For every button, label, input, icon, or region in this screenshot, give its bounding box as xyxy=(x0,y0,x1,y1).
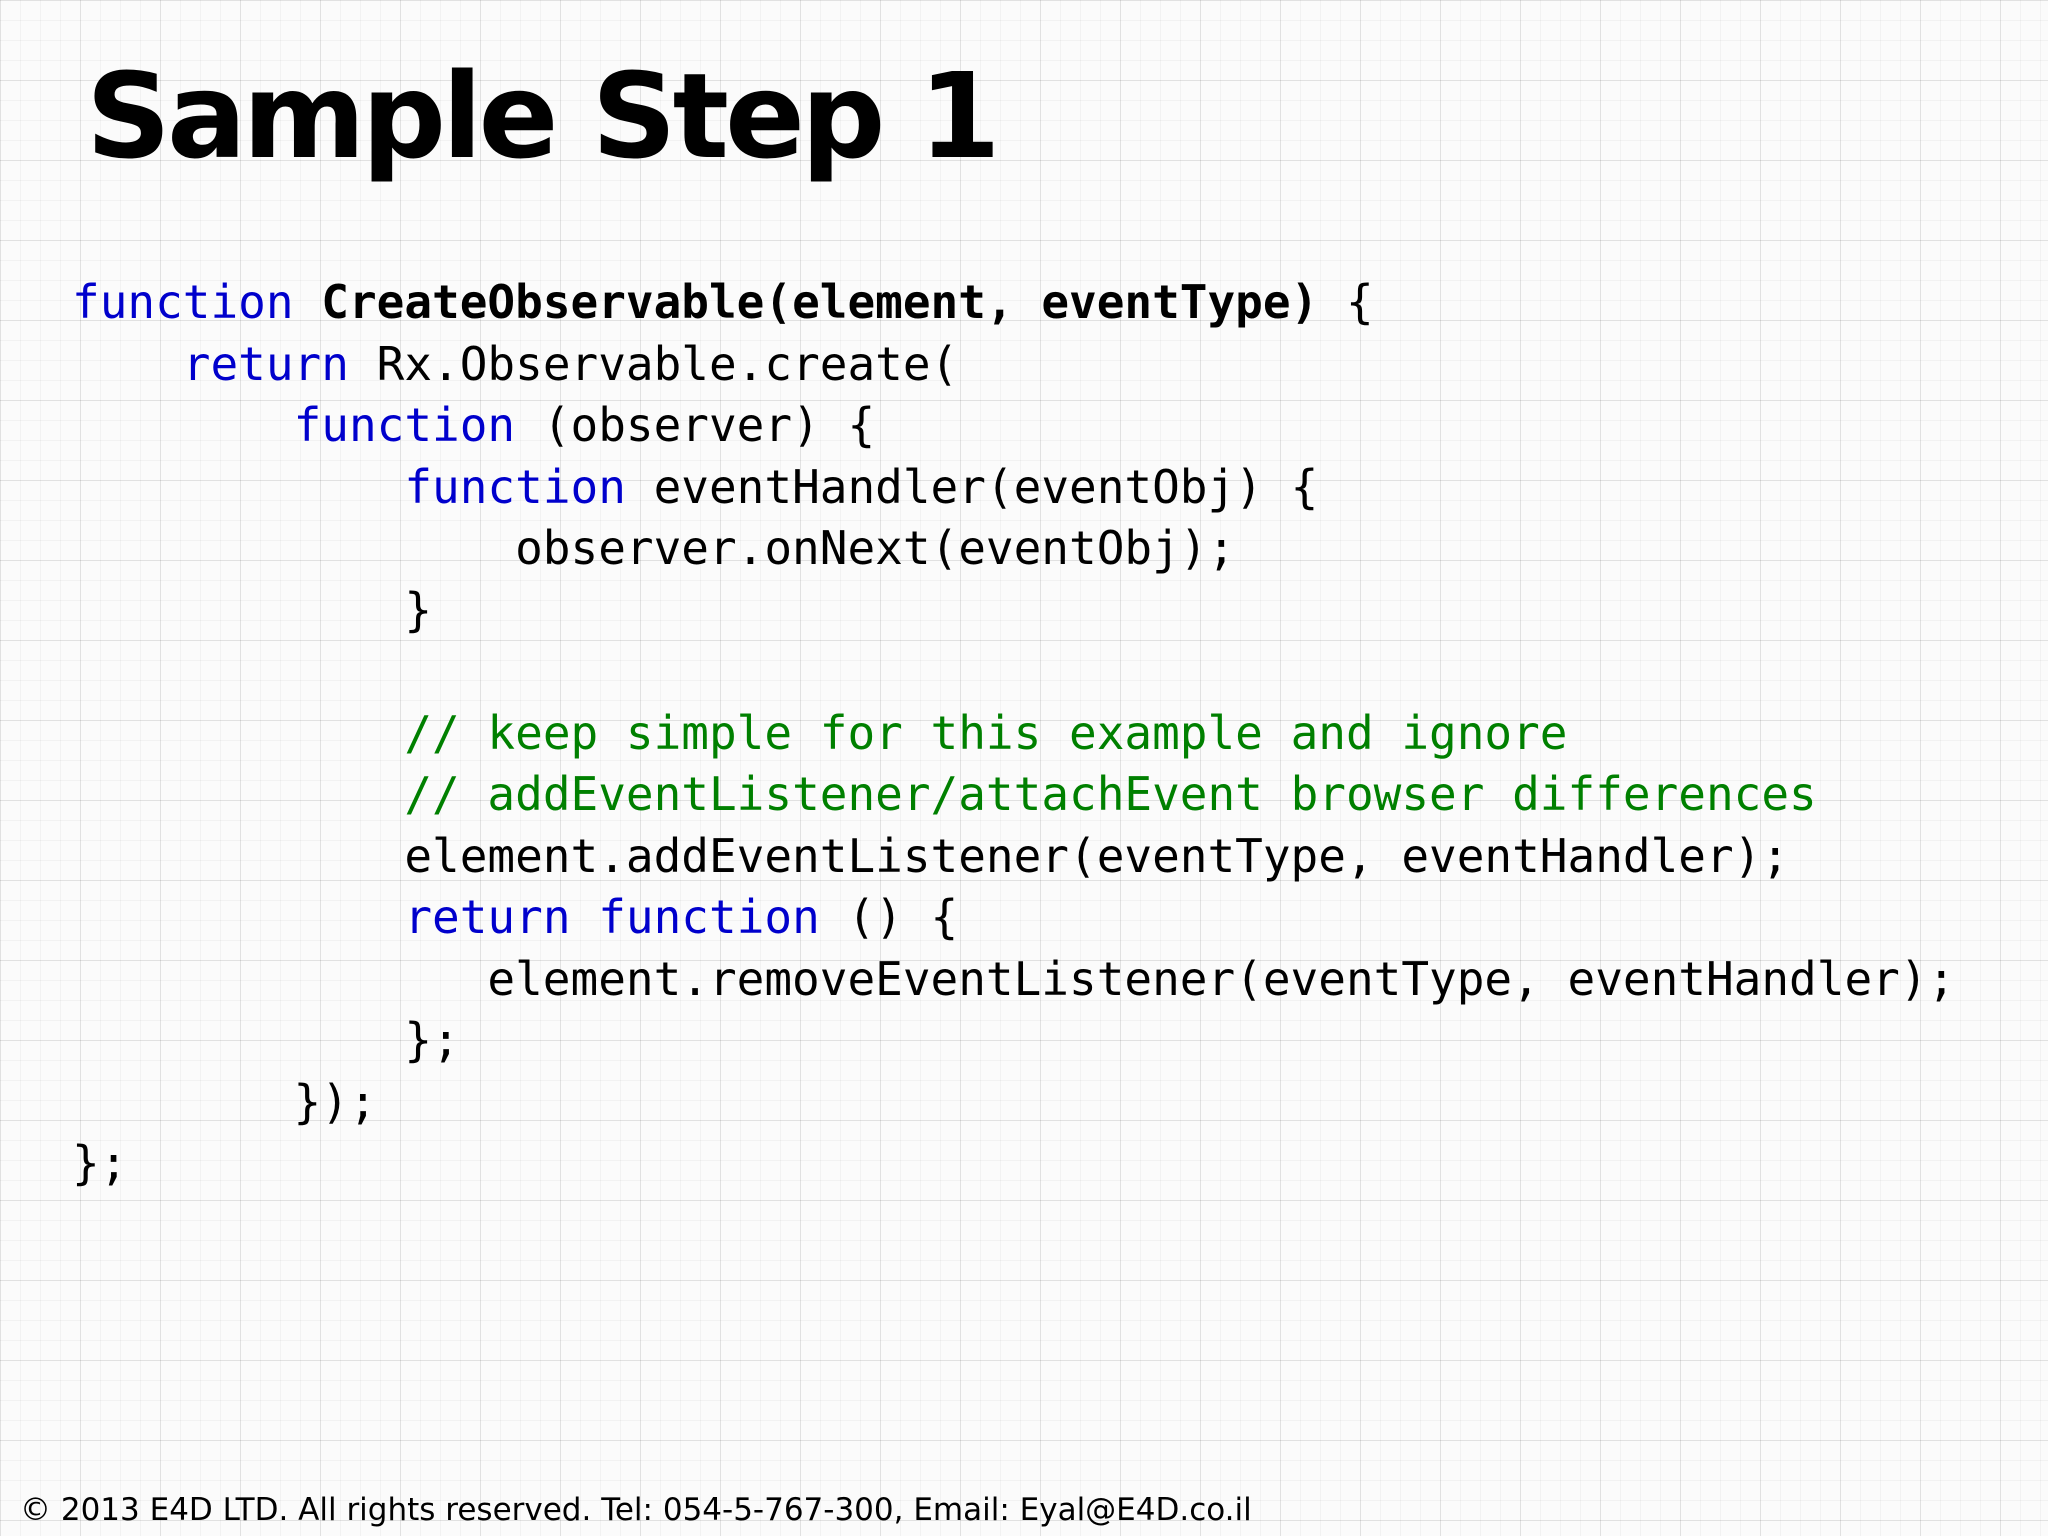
code-text xyxy=(72,890,404,944)
code-line: element.removeEventListener(eventType, e… xyxy=(72,949,1955,1011)
slide-title: Sample Step 1 xyxy=(86,47,1001,185)
code-text: eventHandler(eventObj) { xyxy=(625,459,1319,514)
code-line: observer.onNext(eventObj); xyxy=(72,518,1955,580)
code-text xyxy=(294,275,322,329)
code-keyword: function xyxy=(293,398,516,452)
code-comment: // addEventListener/attachEvent browser … xyxy=(404,767,1817,821)
code-text: }; xyxy=(72,1013,460,1067)
code-line xyxy=(72,641,1955,703)
code-text: observer.onNext(eventObj); xyxy=(72,521,1236,575)
code-line: return Rx.Observable.create( xyxy=(72,334,1955,396)
code-line: } xyxy=(72,580,1955,642)
code-line: function eventHandler(eventObj) { xyxy=(72,457,1955,519)
copyright-footer: © 2013 E4D LTD. All rights reserved. Tel… xyxy=(20,1492,1252,1528)
code-text: } xyxy=(72,582,433,637)
code-keyword: function xyxy=(598,890,820,944)
code-text: Rx.Observable.create( xyxy=(348,336,959,391)
code-text xyxy=(571,890,599,944)
code-keyword: return xyxy=(182,336,349,391)
code-function-signature: CreateObservable(element, eventType) xyxy=(321,275,1319,329)
code-text xyxy=(72,706,404,760)
code-keyword: function xyxy=(404,459,626,514)
code-text xyxy=(72,398,294,452)
code-line: }); xyxy=(72,1072,1955,1134)
code-text: element.addEventListener(eventType, even… xyxy=(72,828,1790,883)
code-text: }); xyxy=(72,1074,377,1129)
code-text: element.removeEventListener(eventType, e… xyxy=(72,951,1956,1006)
code-block: function CreateObservable(element, event… xyxy=(72,272,1955,1195)
code-line: }; xyxy=(72,1133,1955,1195)
code-text xyxy=(72,460,404,514)
code-text: { xyxy=(1318,275,1374,329)
code-text: () { xyxy=(819,890,959,944)
code-comment: // keep simple for this example and igno… xyxy=(404,705,1568,760)
code-line: // keep simple for this example and igno… xyxy=(72,703,1955,765)
code-line: }; xyxy=(72,1010,1955,1072)
code-keyword: return xyxy=(404,890,571,944)
code-text xyxy=(72,767,404,821)
code-line: function (observer) { xyxy=(72,395,1955,457)
code-text: }; xyxy=(72,1136,128,1190)
code-line: function CreateObservable(element, event… xyxy=(72,272,1955,334)
code-line: element.addEventListener(eventType, even… xyxy=(72,826,1955,888)
code-text xyxy=(72,337,183,391)
code-line: // addEventListener/attachEvent browser … xyxy=(72,764,1955,826)
code-keyword: function xyxy=(72,275,294,329)
code-line: return function () { xyxy=(72,887,1955,949)
code-text: (observer) { xyxy=(515,398,876,452)
